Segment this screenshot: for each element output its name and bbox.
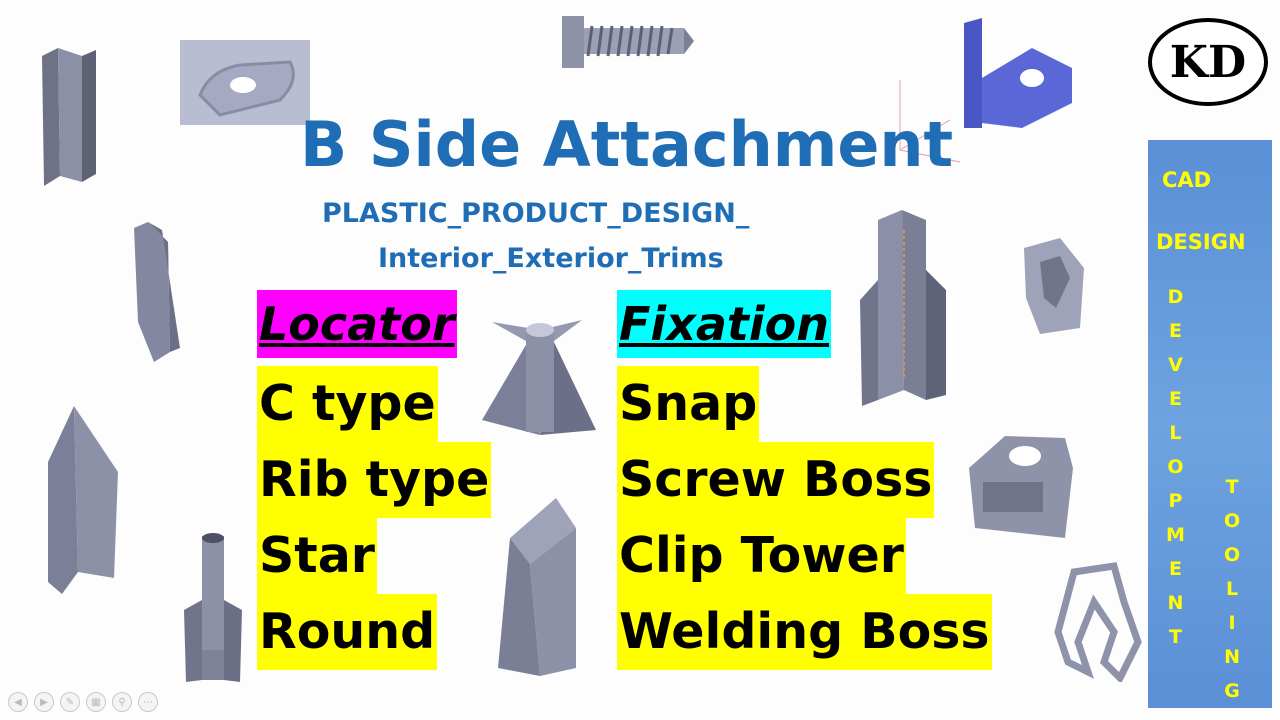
slides-icon[interactable]: ▦ <box>86 692 106 712</box>
fixation-item: Snap <box>617 366 760 442</box>
side-banner: CAD DESIGN D E V E L O P M E N T T O O L… <box>1148 140 1272 708</box>
wedge-locator-image <box>498 498 576 676</box>
banner-tooling: T O O L I N G <box>1224 470 1240 708</box>
locator-item: Star <box>257 518 377 594</box>
rib-cross-locator-image <box>48 406 118 594</box>
star-locator-image <box>482 320 596 435</box>
locator-item: Round <box>257 594 438 670</box>
fixation-heading: Fixation <box>617 290 832 358</box>
c-type-locator-image <box>42 48 96 186</box>
snap-fit-image <box>969 436 1073 538</box>
axis-lines-image <box>899 80 961 163</box>
snap-clip-image <box>1024 238 1084 334</box>
locator-item: C type <box>257 366 438 442</box>
banner-letter: E <box>1168 558 1182 580</box>
banner-development: D E V E L O P M E N T <box>1166 280 1185 654</box>
banner-letter: D <box>1167 286 1184 308</box>
banner-letter: I <box>1228 612 1236 634</box>
locator-item: Rib type <box>257 442 492 518</box>
banner-letter: L <box>1169 422 1182 444</box>
zoom-icon[interactable]: ⚲ <box>112 692 132 712</box>
pen-icon[interactable]: ✎ <box>60 692 80 712</box>
banner-letter: N <box>1224 646 1241 668</box>
banner-letter: E <box>1168 320 1182 342</box>
welding-tab-image <box>964 18 1072 128</box>
subtitle-line-2: Interior_Exterior_Trims <box>378 243 724 274</box>
slide-title: B Side Attachment <box>300 108 954 181</box>
banner-letter: P <box>1168 490 1183 512</box>
prev-icon[interactable]: ◀ <box>8 692 28 712</box>
banner-letter: E <box>1168 388 1182 410</box>
banner-letter: O <box>1167 456 1184 478</box>
banner-letter: L <box>1226 578 1239 600</box>
round-locator-image <box>184 533 242 682</box>
banner-letter: O <box>1224 544 1241 566</box>
banner-letter: T <box>1168 626 1182 648</box>
banner-letter: N <box>1167 592 1184 614</box>
banner-letter: V <box>1168 354 1183 376</box>
banner-letter: O <box>1224 510 1241 532</box>
fixation-item: Welding Boss <box>617 594 992 670</box>
fixation-item: Clip Tower <box>617 518 906 594</box>
next-icon[interactable]: ▶ <box>34 692 54 712</box>
rib-locator-image <box>134 222 180 362</box>
banner-cad: CAD <box>1162 168 1212 192</box>
banner-letter: T <box>1225 476 1239 498</box>
locator-heading: Locator <box>257 290 457 358</box>
screw-image <box>562 16 694 68</box>
more-icon[interactable]: ⋯ <box>138 692 158 712</box>
spring-clip-image <box>1054 562 1142 682</box>
clip-tower-image <box>860 210 946 406</box>
banner-letter: M <box>1166 524 1185 546</box>
banner-letter: G <box>1224 680 1240 702</box>
subtitle-line-1: PLASTIC_PRODUCT_DESIGN_ <box>322 198 750 229</box>
flange-hole-image <box>180 40 310 125</box>
banner-design: DESIGN <box>1156 230 1246 254</box>
fixation-item: Screw Boss <box>617 442 935 518</box>
kd-logo: KD <box>1148 18 1268 106</box>
